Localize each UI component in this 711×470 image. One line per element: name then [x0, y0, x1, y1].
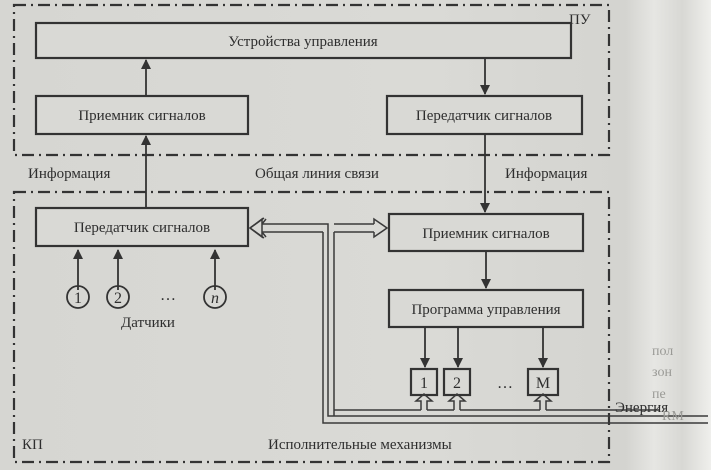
control-point-label: ПУ	[569, 12, 591, 28]
bleed-text-2: зон	[652, 365, 672, 380]
svg-text:1: 1	[74, 290, 82, 307]
double-arrow-bus	[248, 217, 708, 424]
actuator-2: 2	[442, 327, 472, 410]
info-left-label: Информация	[28, 166, 110, 182]
bleed-text-3: пе	[652, 387, 666, 402]
svg-text:1: 1	[420, 375, 428, 392]
pu-receiver-block	[34, 94, 250, 136]
control-devices-label: Устройства управления	[228, 34, 378, 50]
control-program-label: Программа управления	[411, 302, 560, 318]
sensors-ellipsis: …	[160, 287, 176, 304]
sensors-label: Датчики	[121, 315, 175, 331]
pu-transmitter-block	[385, 94, 584, 136]
pu-receiver-label: Приемник сигналов	[78, 108, 205, 124]
svg-text:2: 2	[453, 375, 461, 392]
sensor-n: n	[203, 249, 227, 309]
bleed-text-4: RM	[662, 409, 684, 424]
actuator-1: 1	[409, 327, 439, 410]
svg-text:M: M	[536, 375, 550, 392]
actuators-ellipsis: …	[497, 375, 513, 392]
control-devices-block	[34, 21, 573, 60]
control-program-block	[387, 288, 585, 329]
actuators-label: Исполнительные механизмы	[268, 437, 452, 453]
pu-transmitter-label: Передатчик сигналов	[416, 108, 552, 124]
info-right-label: Информация	[505, 166, 587, 182]
common-link-label: Общая линия связи	[255, 166, 379, 182]
kp-receiver-block	[387, 212, 585, 253]
controlled-point-label: КП	[22, 437, 43, 453]
energy-label: Энергия	[615, 400, 668, 416]
bleed-text-1: пол	[652, 344, 673, 359]
controlled-point-zone	[12, 190, 611, 464]
actuator-m: M	[526, 327, 560, 410]
kp-transmitter-label: Передатчик сигналов	[74, 220, 210, 236]
control-point-zone	[12, 3, 611, 157]
sensor-1: 1	[66, 249, 90, 309]
svg-text:n: n	[211, 290, 219, 307]
svg-text:2: 2	[114, 290, 122, 307]
sensor-2: 2	[106, 249, 130, 309]
kp-receiver-label: Приемник сигналов	[422, 226, 549, 242]
kp-transmitter-block	[34, 206, 250, 248]
